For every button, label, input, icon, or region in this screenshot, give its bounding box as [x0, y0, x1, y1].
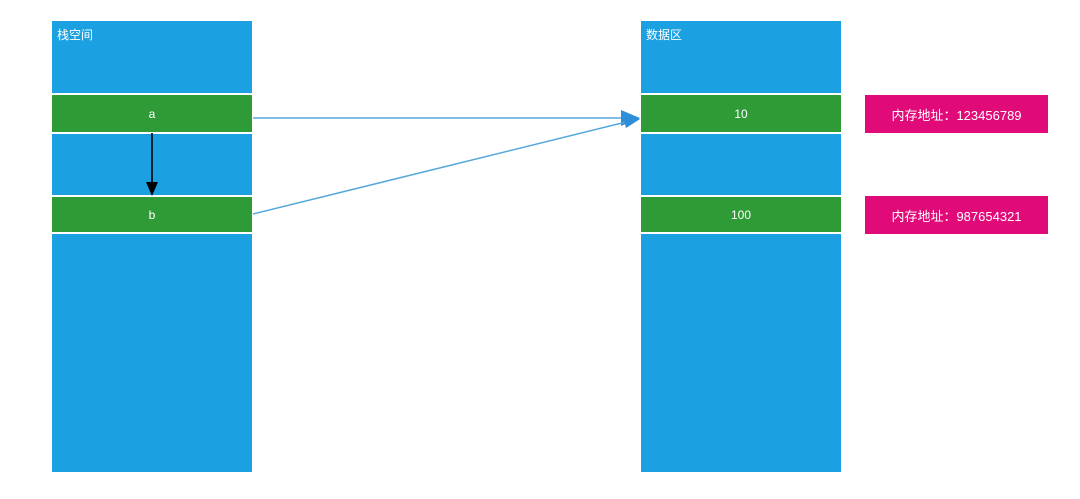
data-cell-100-label: 100 [730, 207, 752, 222]
memory-address-box-2: 内存地址：987654321 [865, 196, 1048, 234]
data-column-title: 数据区 [646, 28, 683, 42]
data-cell-10-label: 10 [734, 106, 748, 121]
memory-address-box-1-label: 内存地址：123456789 [891, 107, 1022, 123]
arrow-b-to-value-10-icon [252, 113, 640, 215]
stack-column: 栈空间 a b [52, 21, 252, 472]
memory-address-box-2-label: 内存地址：987654321 [891, 208, 1022, 224]
stack-cell-a-label: a [148, 106, 156, 121]
data-bottom-segment [641, 234, 841, 472]
data-column: 数据区 10 100 [641, 21, 841, 472]
stack-spacer-segment [52, 134, 252, 195]
stack-bottom-segment [52, 234, 252, 472]
stack-cell-b-label: b [148, 207, 156, 222]
arrow-a-to-value-10-icon [253, 110, 640, 126]
stack-cell-b: b [52, 197, 252, 232]
data-cell-10: 10 [641, 95, 841, 132]
memory-address-box-1: 内存地址：123456789 [865, 95, 1048, 133]
data-cell-100: 100 [641, 197, 841, 232]
stack-column-title: 栈空间 [57, 28, 94, 42]
stack-column-header: 栈空间 [52, 21, 252, 93]
data-spacer-segment [641, 134, 841, 195]
data-column-header: 数据区 [641, 21, 841, 93]
stack-cell-a: a [52, 95, 252, 132]
